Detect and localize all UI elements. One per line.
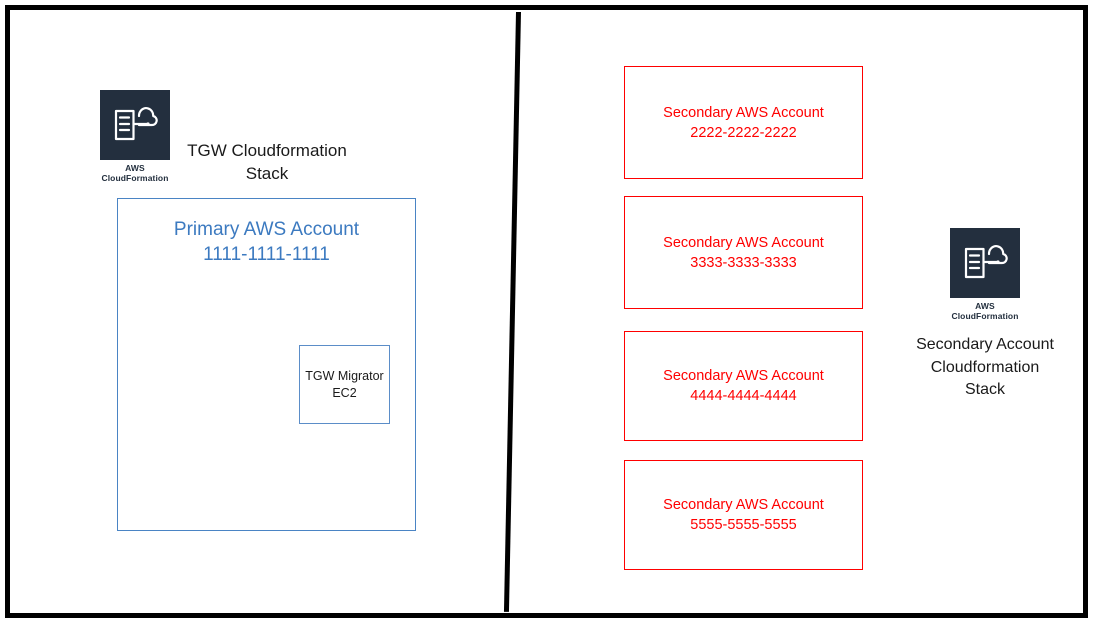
secondary-account-title: Secondary AWS Account bbox=[663, 234, 824, 251]
secondary-account-label: Secondary AWS Account 5555-5555-5555 bbox=[663, 495, 824, 535]
secondary-aws-account-box-3333: Secondary AWS Account 3333-3333-3333 bbox=[624, 196, 863, 309]
tgw-migrator-ec2-box: TGW Migrator EC2 bbox=[299, 345, 390, 424]
tgw-cloudformation-stack-title: TGW Cloudformation Stack bbox=[172, 140, 362, 186]
cloudformation-caption-line-2: CloudFormation bbox=[101, 173, 169, 184]
tgw-stack-title-line-1: TGW Cloudformation bbox=[187, 141, 347, 160]
secondary-account-id: 4444-4444-4444 bbox=[690, 388, 797, 404]
secondary-aws-account-box-4444: Secondary AWS Account 4444-4444-4444 bbox=[624, 331, 863, 441]
secondary-account-id: 5555-5555-5555 bbox=[690, 517, 797, 533]
secondary-aws-account-box-5555: Secondary AWS Account 5555-5555-5555 bbox=[624, 460, 863, 570]
secondary-account-title: Secondary AWS Account bbox=[663, 497, 824, 513]
aws-cloudformation-icon bbox=[950, 228, 1020, 298]
tgw-migrator-ec2-line-1: TGW Migrator bbox=[305, 369, 384, 384]
secondary-cloudformation-icon-block: AWS CloudFormation bbox=[945, 228, 1025, 321]
secondary-account-title: Secondary AWS Account bbox=[663, 368, 824, 384]
primary-account-title: Primary AWS Account bbox=[173, 219, 360, 240]
primary-cloudformation-icon-block: AWS CloudFormation bbox=[95, 90, 175, 183]
primary-account-id: 1111-1111-1111 bbox=[203, 244, 330, 266]
tgw-migrator-ec2-label: TGW Migrator EC2 bbox=[305, 368, 383, 401]
cloudformation-icon-caption: AWS CloudFormation bbox=[95, 163, 175, 183]
secondary-account-label: Secondary AWS Account 3333-3333-3333 bbox=[663, 233, 824, 273]
secondary-stack-title-line-3: Stack bbox=[964, 381, 1005, 399]
secondary-aws-account-box-2222: Secondary AWS Account 2222-2222-2222 bbox=[624, 66, 863, 179]
secondary-stack-title-line-1: Secondary Account bbox=[916, 336, 1054, 353]
cloudformation-icon-caption: AWS CloudFormation bbox=[945, 301, 1025, 321]
tgw-migrator-ec2-line-2: EC2 bbox=[332, 385, 357, 400]
cloudformation-caption-line-2: CloudFormation bbox=[951, 311, 1019, 322]
aws-cloudformation-icon bbox=[100, 90, 170, 160]
secondary-account-title: Secondary AWS Account bbox=[663, 104, 824, 121]
cloudformation-caption-line-1: AWS bbox=[975, 301, 995, 311]
diagram-outer-border bbox=[5, 5, 1088, 618]
secondary-account-label: Secondary AWS Account 2222-2222-2222 bbox=[663, 103, 824, 143]
secondary-cloudformation-stack-title: Secondary Account Cloudformation Stack bbox=[885, 334, 1085, 402]
cloudformation-caption-line-1: AWS bbox=[125, 163, 145, 173]
secondary-account-id: 3333-3333-3333 bbox=[690, 254, 797, 271]
primary-account-label: Primary AWS Account 1111-1111-1111 bbox=[118, 217, 415, 267]
secondary-account-label: Secondary AWS Account 4444-4444-4444 bbox=[663, 366, 824, 406]
tgw-stack-title-line-2: Stack bbox=[245, 163, 289, 183]
secondary-stack-title-line-2: Cloudformation bbox=[930, 358, 1040, 376]
secondary-account-id: 2222-2222-2222 bbox=[690, 124, 797, 141]
